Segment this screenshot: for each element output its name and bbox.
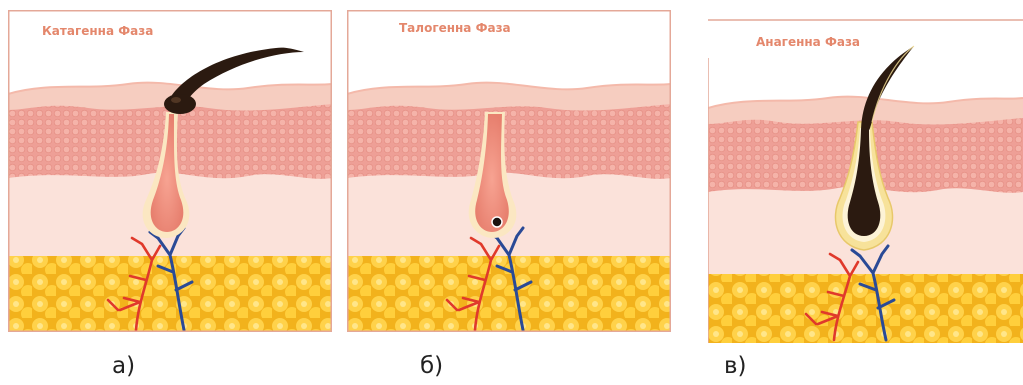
panel-title: Талогенна Фаза: [399, 21, 511, 35]
fat-layer: [708, 274, 1023, 343]
panel-anagen: Анагенна Фаза: [708, 18, 1023, 343]
panel-catagen: Катагенна Фаза: [8, 10, 332, 332]
papilla-dot: [492, 217, 502, 227]
anagen-illustration: Анагенна Фаза: [708, 18, 1023, 343]
telogen-illustration: Талогенна Фаза: [347, 10, 671, 332]
fat-layer: [8, 256, 332, 332]
panel-telogen: Талогенна Фаза: [347, 10, 671, 332]
fat-layer: [347, 256, 671, 332]
caption-b: б): [420, 353, 443, 379]
caption-c: в): [724, 353, 747, 379]
panel-title: Катагенна Фаза: [42, 24, 153, 38]
panel-title: Анагенна Фаза: [756, 35, 860, 49]
caption-a: а): [112, 353, 135, 379]
catagen-illustration: Катагенна Фаза: [8, 10, 332, 332]
